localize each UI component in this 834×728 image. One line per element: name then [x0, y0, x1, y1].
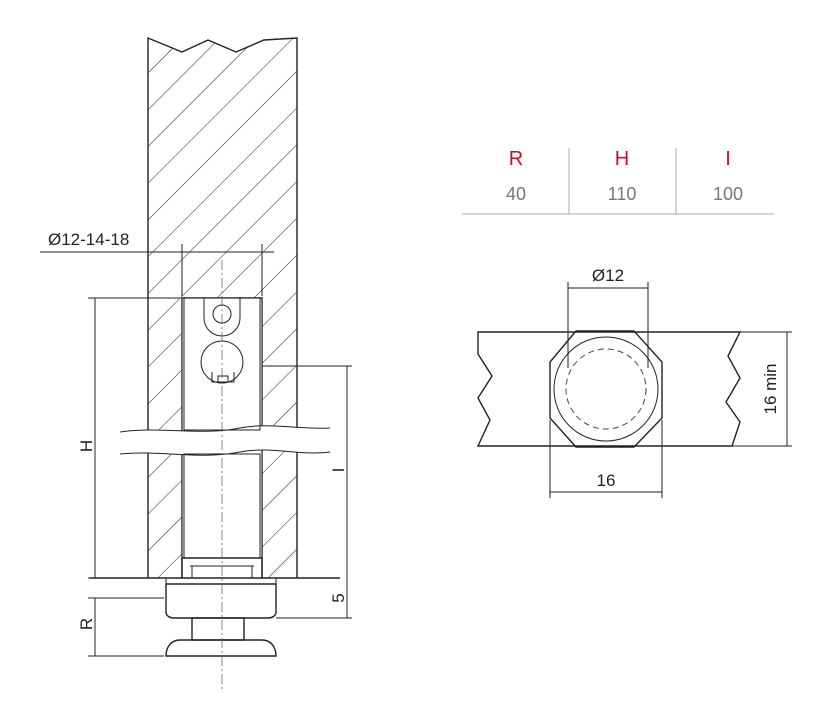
plan-view: 16 min Ø12 16 [476, 266, 792, 498]
label-diameter-12: Ø12 [592, 266, 624, 285]
label-r: R [77, 618, 96, 630]
octagon-head [549, 330, 663, 448]
table-value-i: 100 [713, 184, 743, 204]
bore-circle-hidden [565, 348, 647, 430]
break-band [120, 425, 330, 456]
shank [191, 617, 245, 641]
break-line-bottom [119, 449, 331, 456]
table-header-r: R [509, 148, 523, 170]
head-circle [553, 336, 659, 442]
label-i: I [329, 468, 348, 473]
flange [165, 583, 277, 619]
spec-table: R H I 40 110 100 [462, 148, 774, 215]
table-header-h: H [615, 148, 629, 170]
table-header-i: I [725, 148, 731, 170]
dowel-collar [181, 557, 263, 578]
table-value-r: 40 [506, 184, 526, 204]
foot [165, 639, 277, 657]
table-value-h: 110 [608, 184, 637, 204]
cam-notch [211, 372, 235, 383]
wall-outline [147, 36, 298, 578]
label-16-min: 16 min [761, 363, 780, 414]
label-width-16: 16 [597, 471, 616, 490]
label-bore-diameters: Ø12-14-18 [48, 230, 129, 249]
label-h: H [77, 440, 96, 452]
section-view: Ø12-14-18 H I 5 R [40, 36, 352, 690]
break-line-top [119, 425, 331, 433]
label-5: 5 [329, 593, 348, 602]
wall-hatch [148, 38, 297, 578]
